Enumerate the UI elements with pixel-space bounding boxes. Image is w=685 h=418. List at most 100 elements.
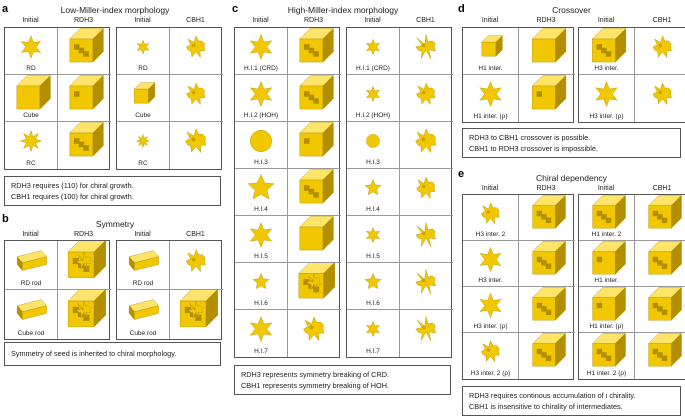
panel-e-row-label: H1 inter. (ρ): [589, 323, 624, 330]
crystal-cube-holes-icon: [299, 169, 334, 204]
panel-a-cell: [58, 122, 111, 169]
panel-c-cell: H.I.3: [235, 122, 288, 169]
crystal-cube-holes-icon: [648, 195, 682, 229]
panel-e-title: Chiral dependency: [536, 173, 607, 183]
panel-e-cell: H1 inter. 2 (ρ): [579, 333, 635, 379]
crystal-rod-cube-icon: [16, 299, 47, 321]
crystal-cube-holes-icon: [532, 241, 566, 275]
panel-e-cell: H3 inter.: [463, 241, 519, 287]
crystal-cube-pit-icon: [299, 122, 334, 157]
panel-c-cell: H.I.1 (CRD): [347, 28, 400, 75]
panel-c-row-label: H.I.4: [254, 206, 268, 213]
panel-c-cell: [288, 75, 341, 122]
panel-a-note: RDH3 requires (110) for chiral growth. C…: [4, 176, 221, 206]
crystal-rough-icon: [416, 82, 436, 106]
panel-d-grid-2: H3 inter.H3 inter. (ρ): [578, 27, 685, 123]
crystal-cube-icon: [16, 75, 51, 110]
crystal-rough-block-icon: [179, 290, 218, 328]
crystal-star-icon: [479, 246, 502, 273]
panel-d-cell: [635, 28, 685, 75]
panel-d-col-header: CBH1: [652, 17, 672, 24]
crystal-cube-holes-icon: [648, 241, 682, 275]
panel-c-cell: [288, 169, 341, 216]
crystal-rough-spiky-icon: [415, 316, 436, 342]
panel-c-cell: H.I.5: [347, 216, 400, 263]
crystal-star6-small-icon: [252, 273, 270, 290]
crystal-rough-icon: [186, 82, 206, 106]
panel-a-col-header: RDH3: [73, 17, 94, 24]
panel-b-cell: RD rod: [117, 241, 170, 290]
panel-c-row-label: H.I.6: [366, 300, 380, 307]
crystal-cube-icon: [531, 28, 567, 63]
panel-c-col-header: Initial: [364, 17, 381, 24]
crystal-cube-holes-icon: [299, 75, 334, 110]
panel-e-row-label: H3 inter. (ρ): [473, 323, 508, 330]
crystal-sphere-small-icon: [366, 134, 380, 148]
panel-c-cell: [400, 310, 453, 357]
panel-c-row-label: H.I.3: [254, 159, 268, 166]
crystal-star-icon: [249, 316, 273, 342]
panel-a-row-label: RC: [26, 160, 36, 167]
panel-a-cell: [170, 28, 223, 75]
panel-a-note-line-2: CBH1 requires (100) for chiral growth.: [11, 192, 134, 201]
crystal-cube-small-icon: [133, 82, 156, 104]
panel-a-cell: [58, 28, 111, 75]
crystal-sphere-icon: [250, 130, 272, 152]
panel-c-cell: H.I.1 (CRD): [235, 28, 288, 75]
panel-d-title: Crossover: [552, 5, 591, 15]
panel-c-cell: H.I.4: [347, 169, 400, 216]
crystal-rough-block-icon: [67, 241, 106, 279]
crystal-cube-icon: [299, 216, 334, 251]
panel-c-cell: H.I.6: [235, 263, 288, 310]
crystal-rough-block-icon: [67, 290, 106, 328]
panel-e-cell: H1 inter. 2: [579, 195, 635, 241]
crystal-rough-icon: [185, 249, 206, 273]
panel-c-row-label: H.I.1 (CRD): [244, 65, 278, 72]
crystal-rhombic-icon: [20, 35, 42, 59]
panel-c-note-line-1: RDH3 represents symmetry breaking of CRD…: [241, 370, 390, 379]
panel-c-cell: [400, 169, 453, 216]
crystal-star-icon: [479, 81, 502, 107]
panel-e-cell: [519, 287, 575, 333]
panel-a-col-header: CBH1: [186, 17, 205, 24]
panel-d-note-line-2: CBH1 to RDH3 crossover is impossible.: [469, 144, 598, 153]
crystal-rhombic-small-icon: [136, 39, 150, 55]
panel-c-cell: [288, 216, 341, 263]
panel-b-row-label: RD rod: [132, 280, 154, 287]
panel-c-cell: H.I.3: [347, 122, 400, 169]
panel-b-col-header: Initial: [22, 231, 39, 238]
panel-a-cell: [58, 75, 111, 122]
panel-e-row-label: H3 inter. 2: [475, 231, 506, 238]
panel-c-cell: [400, 122, 453, 169]
crystal-rough-round-icon: [185, 128, 207, 154]
panel-c-row-label: H.I.5: [254, 253, 268, 260]
crystal-cube-holes-icon: [532, 195, 566, 229]
crystal-rough-round-icon: [415, 128, 437, 154]
crystal-cube-pit-icon: [592, 287, 626, 321]
panel-e-cell: H1 inter. (ρ): [579, 287, 635, 333]
panel-d-col-header: Initial: [481, 17, 499, 24]
panel-d-cell: H3 inter. (ρ): [579, 75, 635, 122]
crystal-star-small-icon: [365, 85, 381, 103]
panel-c-cell: H.I.5: [235, 216, 288, 263]
panel-c-row-label: H.I.6: [254, 300, 268, 307]
crystal-rough-spiky-icon: [415, 34, 436, 60]
panel-a-cell: RD: [5, 28, 58, 75]
panel-a-row-label: RD: [138, 65, 148, 72]
panel-c-cell: [288, 122, 341, 169]
crystal-rod-icon: [128, 250, 159, 272]
panel-a-row-label: Cube: [23, 112, 39, 119]
panel-a-cell: [170, 122, 223, 169]
panel-b-title: Symmetry: [95, 219, 135, 229]
crystal-star-icon: [249, 34, 273, 60]
crystal-star6-small-icon: [364, 179, 382, 196]
crystal-rough-icon: [416, 176, 436, 200]
crystal-rc-icon: [19, 129, 43, 153]
crystal-cube-pit-icon: [592, 241, 626, 275]
panel-a-row-label: RD: [26, 65, 36, 72]
panel-b-note-line-1: Symmetry of seed is inherited to chiral …: [11, 349, 177, 358]
panel-c-cell: [400, 263, 453, 310]
panel-c-row-label: H.I.2 (HOH): [243, 112, 279, 119]
